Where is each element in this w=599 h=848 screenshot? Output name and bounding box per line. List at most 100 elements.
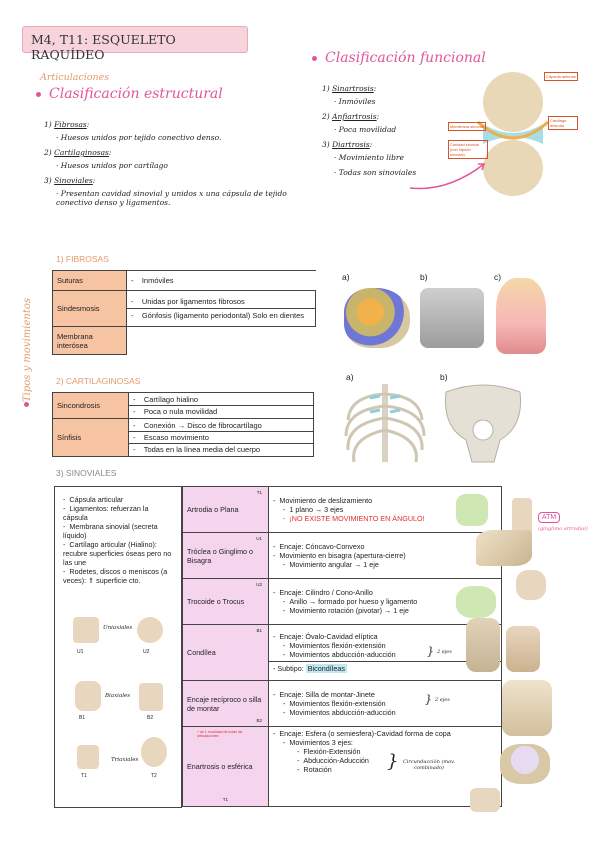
axis-label: Uniaxiales [103, 625, 133, 631]
hand-image [502, 680, 552, 736]
vertebra-image [420, 288, 484, 348]
sinoviales-heading: 3) SINOVIALES [56, 468, 117, 478]
shoulder-image [500, 744, 550, 784]
biaxial-joint-icon [75, 681, 101, 711]
knee-label: Cartílago articular [548, 116, 578, 130]
table-cell [127, 327, 316, 355]
estructural-item: 2) Cartilaginosas: [44, 148, 112, 157]
table-cell: - Encaje: Óvalo-Cavidad elíptica - Movim… [268, 624, 502, 681]
table-cell: Encaje recíproco o silla de montar B2 [182, 680, 269, 727]
fig-label: a) [346, 372, 354, 382]
tooth-image [496, 278, 546, 354]
funcional-desc: · Poca movilidad [334, 125, 397, 134]
cartilaginosas-heading: 2) CARTILAGINOSAS [56, 376, 141, 386]
funcional-item: 2) Anfiartrosis: [322, 112, 380, 121]
table-cell: - Cartílago hialino - Poca o nula movili… [128, 392, 314, 419]
bullet-icon [312, 55, 317, 61]
table-cell: Tróclea o Ginglimo o Bisagra U1 [182, 532, 269, 579]
table-row: Artrodia o Plana T1 - Movimiento de desl… [182, 486, 502, 533]
fig-label: a) [342, 272, 350, 282]
table-cell: - Encaje: Esfera (o semiesfera)-Cavidad … [268, 726, 502, 807]
axis-tag: U1 [77, 649, 84, 655]
elbow-image [476, 530, 532, 566]
arrow-icon [409, 163, 486, 190]
funcional-item: 3) Diartrosis: [322, 140, 373, 149]
list-item: - Cartílago articular (Hialino): recubre… [63, 540, 172, 567]
funcional-heading: Clasificación funcional [312, 50, 486, 66]
sinoviales-list: - Cápsula articular - Ligamentos: refuer… [55, 487, 181, 585]
table-cell: Suturas [52, 270, 127, 291]
table-row: Sindesmosis - Unidas por ligamentos fibr… [52, 290, 316, 327]
knee-condyle-image [466, 618, 500, 672]
list-item: - Rodetes, discos o meniscos (a veces): … [63, 567, 168, 585]
table-row: Encaje recíproco o silla de montar B2 - … [182, 680, 502, 727]
side-bullet-icon [24, 402, 29, 407]
fibrosas-heading: 1) FIBROSAS [56, 254, 109, 264]
list-item: - Cápsula articular [63, 495, 124, 504]
axis-tag: T2 [151, 773, 157, 779]
axis-tag: B2 [147, 715, 154, 721]
knee-joint-illustration: Cápsula articular Cartílago articular Me… [448, 72, 578, 196]
sinoviales-left-panel: - Cápsula articular - Ligamentos: refuer… [54, 486, 182, 808]
funcional-desc: · Inmóviles [334, 97, 376, 106]
table-row: Condílea B1 - Encaje: Óvalo-Cavidad elíp… [182, 624, 502, 681]
estructural-heading: Clasificación estructural [36, 86, 223, 102]
estructural-list: 1) Fibrosas: · Huesos unidos por tejido … [44, 120, 294, 213]
ribcage-image [344, 384, 426, 463]
table-cell: - Movimiento de deslizamiento - 1 plano … [268, 486, 502, 533]
bullet-icon [36, 91, 41, 97]
knee-label: Cápsula articular [544, 72, 578, 81]
articulaciones-label: Articulaciones [40, 72, 110, 83]
table-row: Membrana interósea [52, 326, 316, 355]
table-cell: Condílea B1 [182, 624, 269, 681]
axis-tag: U2 [143, 649, 150, 655]
axis-tag: B1 [79, 715, 86, 721]
funcional-list: 1) Sinartrosis: · Inmóviles 2) Anfiartro… [322, 84, 472, 183]
table-cell: - Unidas por ligamentos fibrosos - Gónfo… [126, 290, 316, 327]
biaxial-joint-icon [139, 683, 163, 711]
table-row: Suturas - Inmóviles [52, 270, 316, 291]
table-row: Trocoide o Trocus U2 - Encaje: Cilindro … [182, 578, 502, 625]
fig-label: b) [420, 272, 428, 282]
uniaxial-joint-icon [137, 617, 163, 643]
sinoviales-table: Artrodia o Plana T1 - Movimiento de desl… [182, 486, 502, 807]
estructural-item: 1) Fibrosas: [44, 120, 90, 129]
estructural-heading-text: Clasificación estructural [49, 86, 223, 102]
table-cell: Sínfisis [52, 418, 129, 457]
uniaxial-joint-icon [73, 617, 99, 643]
cartilaginosas-table: Sincondrosis - Cartílago hialino - Poca … [52, 392, 314, 457]
list-item: - Ligamentos: refuerzan la cápsula [63, 504, 149, 522]
table-cell: - Conexión → Disco de fibrocartílago - E… [128, 418, 314, 457]
highlight-bicondileas: Bicondíleas [305, 664, 347, 673]
estructural-desc: · Huesos unidos por cartílago [56, 161, 168, 170]
atlas-image [456, 586, 496, 618]
atm-badge: ATM [538, 512, 561, 523]
condylar-image [506, 626, 540, 672]
axis-label: Triaxiales [111, 757, 139, 763]
plane-joint-image [456, 494, 488, 526]
skull-image [344, 288, 410, 348]
trochoid-image [516, 570, 546, 600]
fig-label: c) [494, 272, 502, 282]
table-row: Sincondrosis - Cartílago hialino - Poca … [52, 392, 314, 419]
knee-label: Membrana sinovial [448, 122, 486, 131]
triaxial-joint-icon [141, 737, 167, 767]
table-cell: + de 1 movilidad de todas las articulaci… [182, 726, 269, 807]
pelvis-image [444, 384, 522, 463]
table-cell: Artrodia o Plana T1 [182, 486, 269, 533]
bone-image [470, 788, 500, 812]
fig-label: b) [440, 372, 448, 382]
funcional-desc: · Movimiento libre [334, 153, 404, 162]
knee-label: Cavidad sinovial (con líquido sinovial) [448, 140, 488, 159]
list-item: - Membrana sinovial (secreta líquido) [63, 522, 158, 540]
atm-subtitle: (ginglimo artrodial) [538, 526, 588, 532]
table-cell: Trocoide o Trocus U2 [182, 578, 269, 625]
estructural-desc: · Huesos unidos por tejido conectivo den… [56, 133, 222, 142]
funcional-desc: · Todas son sinoviales [334, 168, 417, 177]
fibrosas-table: Suturas - Inmóviles Sindesmosis - Unidas… [52, 270, 316, 355]
page-title: M4, T11: ESQUELETO RAQUÍDEO [22, 26, 248, 62]
table-cell: Sincondrosis [52, 392, 129, 419]
funcional-item: 1) Sinartrosis: [322, 84, 377, 93]
table-cell: Sindesmosis [52, 290, 127, 327]
table-row: + de 1 movilidad de todas las articulaci… [182, 726, 502, 807]
